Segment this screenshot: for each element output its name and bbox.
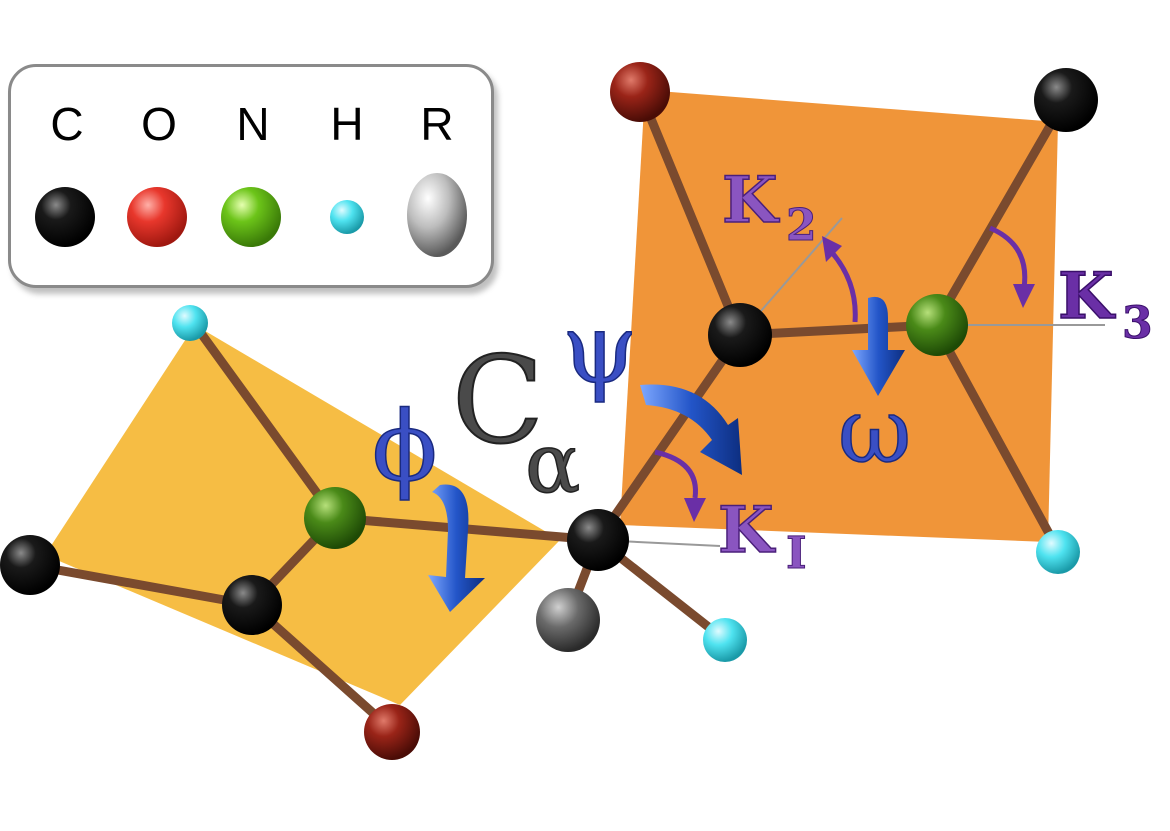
omega-label: ω: [838, 379, 911, 484]
kappa3-label: K: [1058, 259, 1116, 334]
kappa1-arrow: [654, 449, 698, 499]
legend-label-hydrogen: H: [330, 98, 364, 150]
c-alpha-label: C: [452, 332, 544, 471]
atom-carbon: [708, 303, 772, 367]
legend-swatch-carbon: [35, 187, 95, 247]
kappa3-arrow: [988, 225, 1028, 289]
phi-label: ϕ: [372, 391, 437, 503]
atom-carbon: [0, 535, 60, 595]
bond: [25, 560, 257, 610]
atom-carbon: [222, 575, 282, 635]
atom-hydrogen: [1036, 530, 1080, 574]
atom-oxygen: [364, 704, 420, 760]
kappa2-subscript: 2: [786, 200, 817, 251]
kappa1-subscript: I: [786, 528, 807, 579]
kappa-arrows: [654, 225, 1028, 499]
bond: [930, 95, 1070, 330]
psi-arrow: [640, 384, 742, 475]
bond: [735, 320, 940, 340]
legend-swatch-oxygen: [127, 187, 187, 247]
c-alpha-subscript: α: [525, 417, 580, 512]
legend: C O N H R: [8, 64, 494, 288]
psi-label: ψ: [562, 293, 637, 405]
omega-arrow: [852, 296, 905, 396]
kappa2-label: K: [722, 163, 780, 238]
atom-nitrogen: [906, 294, 968, 356]
bond: [190, 320, 340, 523]
atom-nitrogen: [304, 487, 366, 549]
legend-label-carbon: C: [50, 98, 84, 150]
kappa3-subscript: 3: [1122, 298, 1153, 349]
bond: [593, 330, 745, 545]
bond: [930, 320, 1063, 555]
kappa1-label: K: [718, 493, 776, 568]
legend-label-side-chain: R: [420, 98, 454, 150]
legend-swatch-side-chain: [407, 173, 467, 257]
legend-swatch-hydrogen: [330, 200, 364, 234]
kappa-arrowheads: [684, 236, 1035, 522]
bond: [635, 87, 745, 340]
atom-hydrogen: [703, 618, 747, 662]
peptide-plane-left: [45, 325, 560, 705]
atom-side-chain: [536, 588, 600, 652]
legend-swatches: [35, 173, 467, 257]
atom-carbon: [1034, 68, 1098, 132]
phi-arrow: [428, 484, 485, 612]
atom-hydrogen: [172, 305, 208, 341]
legend-swatch-nitrogen: [221, 187, 281, 247]
atom-c-alpha: [567, 509, 629, 571]
kappa2-arrow: [826, 246, 858, 323]
legend-label-nitrogen: N: [236, 98, 270, 150]
legend-label-oxygen: O: [141, 98, 177, 150]
bond: [247, 600, 397, 735]
atom-oxygen: [610, 62, 670, 122]
